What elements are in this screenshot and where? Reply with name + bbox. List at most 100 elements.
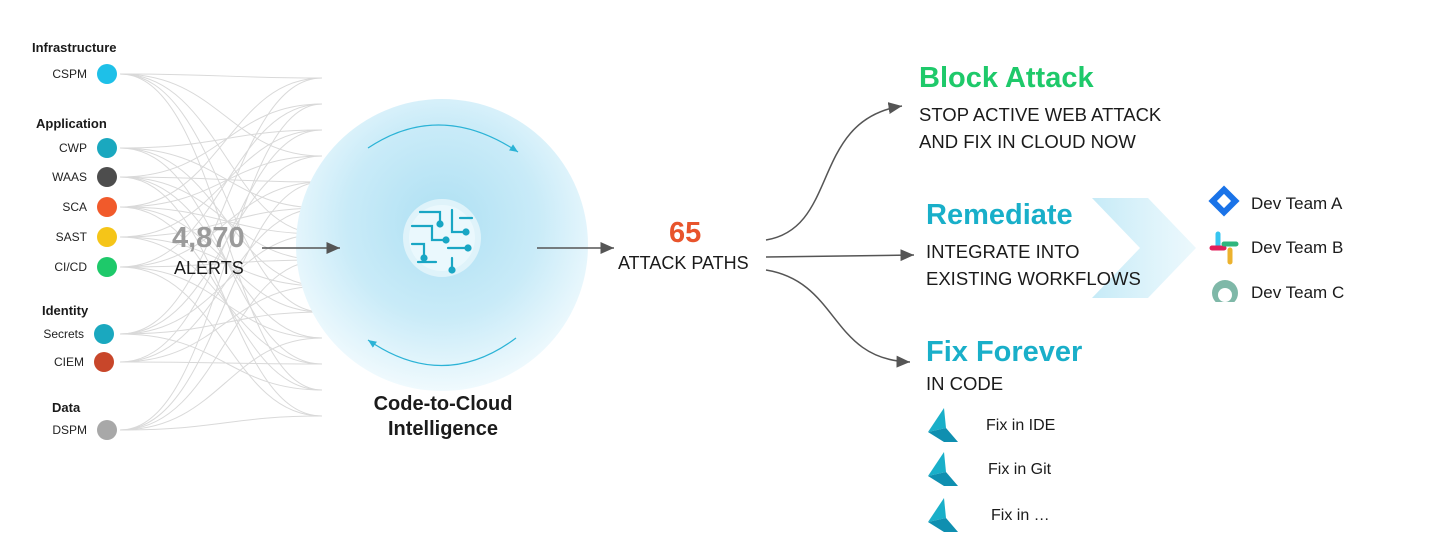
source-label-sca: SCA — [62, 200, 87, 214]
block-attack-line2: AND FIX IN CLOUD NOW — [919, 131, 1136, 152]
team-a-label: Dev Team A — [1251, 194, 1343, 213]
alerts-count: 4,870 — [172, 222, 245, 254]
fan-line — [119, 333, 323, 391]
prisma-cloud-icon — [928, 498, 958, 532]
fan-line — [119, 147, 323, 287]
center-label-line1: Code-to-Cloud — [373, 393, 513, 415]
center-label: Code-to-Cloud Intelligence — [333, 392, 553, 442]
attack-paths-label: ATTACK PATHS — [618, 253, 749, 273]
fan-line — [119, 176, 323, 417]
fan-line — [119, 129, 323, 149]
fan-line — [119, 155, 323, 208]
fan-line — [119, 337, 323, 431]
block-attack-desc: STOP ACTIVE WEB ATTACK AND FIX IN CLOUD … — [919, 101, 1161, 155]
fan-line — [119, 206, 323, 235]
source-label-secrets: Secrets — [43, 327, 84, 341]
source-label-waas: WAAS — [52, 170, 87, 184]
alert-fan-lines — [119, 73, 323, 431]
source-label-ci-cd: CI/CD — [54, 260, 87, 274]
slack-icon — [1209, 231, 1239, 265]
fix-forever-desc: IN CODE — [926, 373, 1004, 394]
block-attack-title: Block Attack — [919, 62, 1094, 94]
prisma-cloud-icon — [928, 452, 958, 486]
rotation-arc-bottom — [367, 337, 517, 367]
fan-line — [119, 103, 323, 431]
fan-line — [119, 285, 323, 363]
source-label-dspm: DSPM — [52, 423, 87, 437]
center-label-line2: Intelligence — [387, 418, 499, 440]
fix-ide-label: Fix in IDE — [986, 417, 1056, 434]
category-application: Application — [36, 116, 107, 131]
fan-line — [119, 103, 323, 268]
category-infrastructure: Infrastructure — [32, 40, 117, 55]
block-attack-line1: STOP ACTIVE WEB ATTACK — [919, 104, 1162, 125]
source-dot-secrets — [94, 324, 114, 344]
fan-line — [119, 415, 323, 431]
fan-line — [119, 311, 323, 335]
fan-line — [119, 147, 323, 365]
fan-line — [119, 207, 323, 363]
fan-line — [119, 181, 323, 268]
fan-line — [119, 129, 323, 363]
fan-line — [119, 236, 323, 287]
remediate-line1: INTEGRATE INTO — [926, 241, 1080, 262]
fan-line — [119, 259, 323, 268]
remediate-desc: INTEGRATE INTO EXISTING WORKFLOWS — [926, 238, 1141, 292]
source-label-cspm: CSPM — [52, 67, 87, 81]
fan-line — [119, 236, 323, 365]
fan-line — [119, 176, 323, 183]
source-label-sast: SAST — [55, 230, 87, 244]
alerts-label: ALERTS — [174, 258, 244, 278]
fix-git-label: Fix in Git — [988, 461, 1052, 478]
source-dot-sca — [97, 197, 117, 217]
jira-icon — [1208, 185, 1240, 217]
prisma-cloud-icon — [928, 408, 958, 442]
remediate-line2: EXISTING WORKFLOWS — [926, 268, 1141, 289]
block-arrow — [765, 102, 903, 241]
fan-line — [119, 176, 323, 339]
fan-line — [119, 181, 323, 431]
attack-paths-count: 65 — [669, 217, 702, 249]
fan-line — [119, 206, 323, 313]
source-dot-dspm — [97, 420, 117, 440]
fan-line — [119, 206, 323, 391]
source-dot-cspm — [97, 64, 117, 84]
fan-line — [119, 77, 323, 335]
fan-line — [119, 207, 323, 238]
remediate-arrow — [765, 249, 915, 262]
fan-line — [119, 73, 323, 391]
source-dot-cwp — [97, 138, 117, 158]
fan-line — [119, 259, 323, 431]
fan-line — [119, 73, 323, 235]
source-dot-ciem — [94, 352, 114, 372]
category-data: Data — [52, 400, 81, 415]
fan-line — [119, 233, 323, 335]
fan-line — [119, 73, 323, 79]
fix-other-label: Fix in … — [991, 507, 1050, 524]
source-dot-waas — [97, 167, 117, 187]
fan-line — [119, 176, 323, 261]
fan-line — [119, 266, 323, 417]
source-dot-ci-cd — [97, 257, 117, 277]
circuit-brain-icon — [403, 199, 481, 277]
fix-forever-title: Fix Forever — [926, 336, 1083, 368]
fan-line — [119, 147, 323, 209]
servicenow-icon — [1210, 280, 1240, 310]
fix-arrow — [765, 269, 911, 368]
fan-line — [119, 73, 323, 157]
remediate-title: Remediate — [926, 199, 1073, 231]
team-c-label: Dev Team C — [1251, 283, 1345, 302]
workflow-chevron — [1092, 198, 1196, 298]
category-identity: Identity — [42, 303, 89, 318]
source-label-cwp: CWP — [59, 141, 87, 155]
fan-line — [119, 129, 323, 238]
rotation-arc-top — [367, 124, 519, 153]
fan-line — [119, 361, 323, 365]
source-dot-sast — [97, 227, 117, 247]
fan-line — [119, 266, 323, 339]
fan-line — [119, 77, 323, 208]
fan-line — [119, 73, 323, 313]
fan-line — [119, 103, 323, 178]
